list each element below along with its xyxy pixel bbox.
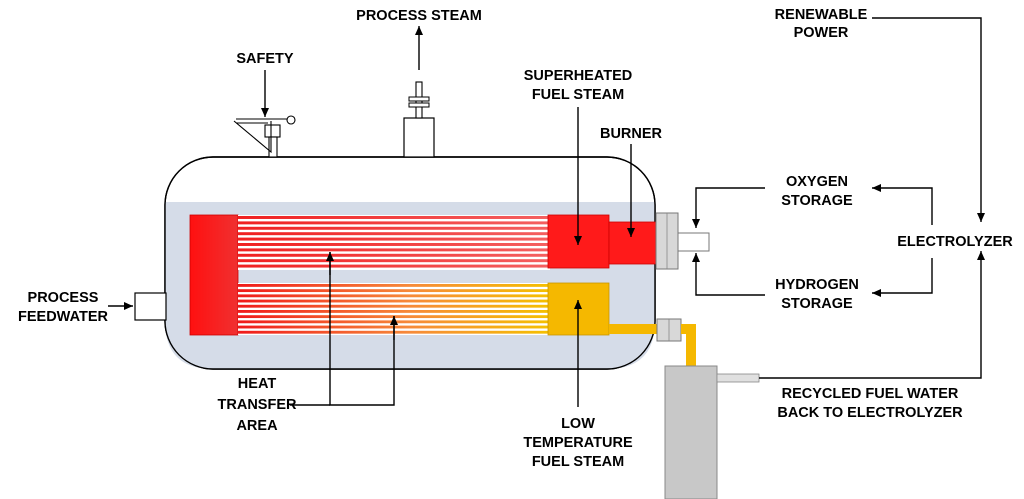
tube [238, 248, 550, 252]
tube [238, 264, 550, 268]
tube [238, 259, 550, 263]
tube [238, 243, 550, 246]
power-arrow [872, 17, 985, 222]
hydrogen-to-burner-arrow [692, 253, 765, 296]
label-heat-2: TRANSFER [218, 397, 297, 413]
tube [238, 226, 550, 230]
fuel-pipe-down [681, 324, 696, 367]
tube [238, 216, 550, 219]
upper-tube-bundle [238, 215, 550, 270]
label-superheated-1: SUPERHEATED [524, 68, 633, 84]
label-feedwater-1: PROCESS [28, 290, 99, 306]
heat-transfer-bracket [329, 252, 395, 406]
outlet-flange-icon [656, 318, 682, 342]
tube [238, 294, 550, 298]
label-lowtemp-3: FUEL STEAM [532, 454, 624, 470]
label-hydrogen-2: STORAGE [781, 296, 853, 312]
tube [238, 284, 550, 287]
label-lowtemp-1: LOW [561, 416, 595, 432]
label-burner: BURNER [600, 126, 663, 142]
feedwater-inlet [134, 292, 167, 321]
tube [238, 237, 550, 241]
tube [238, 310, 550, 313]
tube [238, 232, 550, 236]
label-heat-1: HEAT [238, 376, 277, 392]
label-safety: SAFETY [236, 51, 294, 67]
tube [238, 289, 550, 293]
label-superheated-2: FUEL STEAM [532, 87, 624, 103]
label-heat-3: AREA [236, 418, 278, 434]
burner-body [608, 221, 657, 265]
safety-valve-icon [233, 115, 296, 158]
tube [238, 299, 550, 303]
hydrogen-arrow [872, 258, 933, 297]
label-oxygen-2: STORAGE [781, 193, 853, 209]
recycle-pipe [716, 373, 760, 383]
tube [238, 253, 550, 257]
return-header [189, 214, 239, 336]
oxygen-arrow [872, 184, 933, 225]
label-electrolyzer: ELECTROLYZER [897, 234, 1013, 250]
tube [238, 304, 550, 308]
steam-outlet-icon [403, 81, 435, 158]
label-recycled-2: BACK TO ELECTROLYZER [777, 405, 963, 421]
tube [238, 221, 550, 225]
label-oxygen-1: OXYGEN [786, 174, 848, 190]
label-process-steam: PROCESS STEAM [356, 8, 482, 24]
recycle-arrow [759, 251, 985, 379]
label-renewable-power-1: RENEWABLE [775, 7, 868, 23]
burner-flange-icon [655, 212, 710, 270]
label-feedwater-2: FEEDWATER [18, 309, 108, 325]
oxygen-to-burner-arrow [692, 187, 765, 228]
label-lowtemp-2: TEMPERATURE [523, 435, 633, 451]
label-hydrogen-1: HYDROGEN [775, 277, 859, 293]
condensate-tank [664, 365, 718, 499]
label-renewable-power-2: POWER [794, 25, 849, 41]
label-recycled-1: RECYCLED FUEL WATER [782, 386, 959, 402]
